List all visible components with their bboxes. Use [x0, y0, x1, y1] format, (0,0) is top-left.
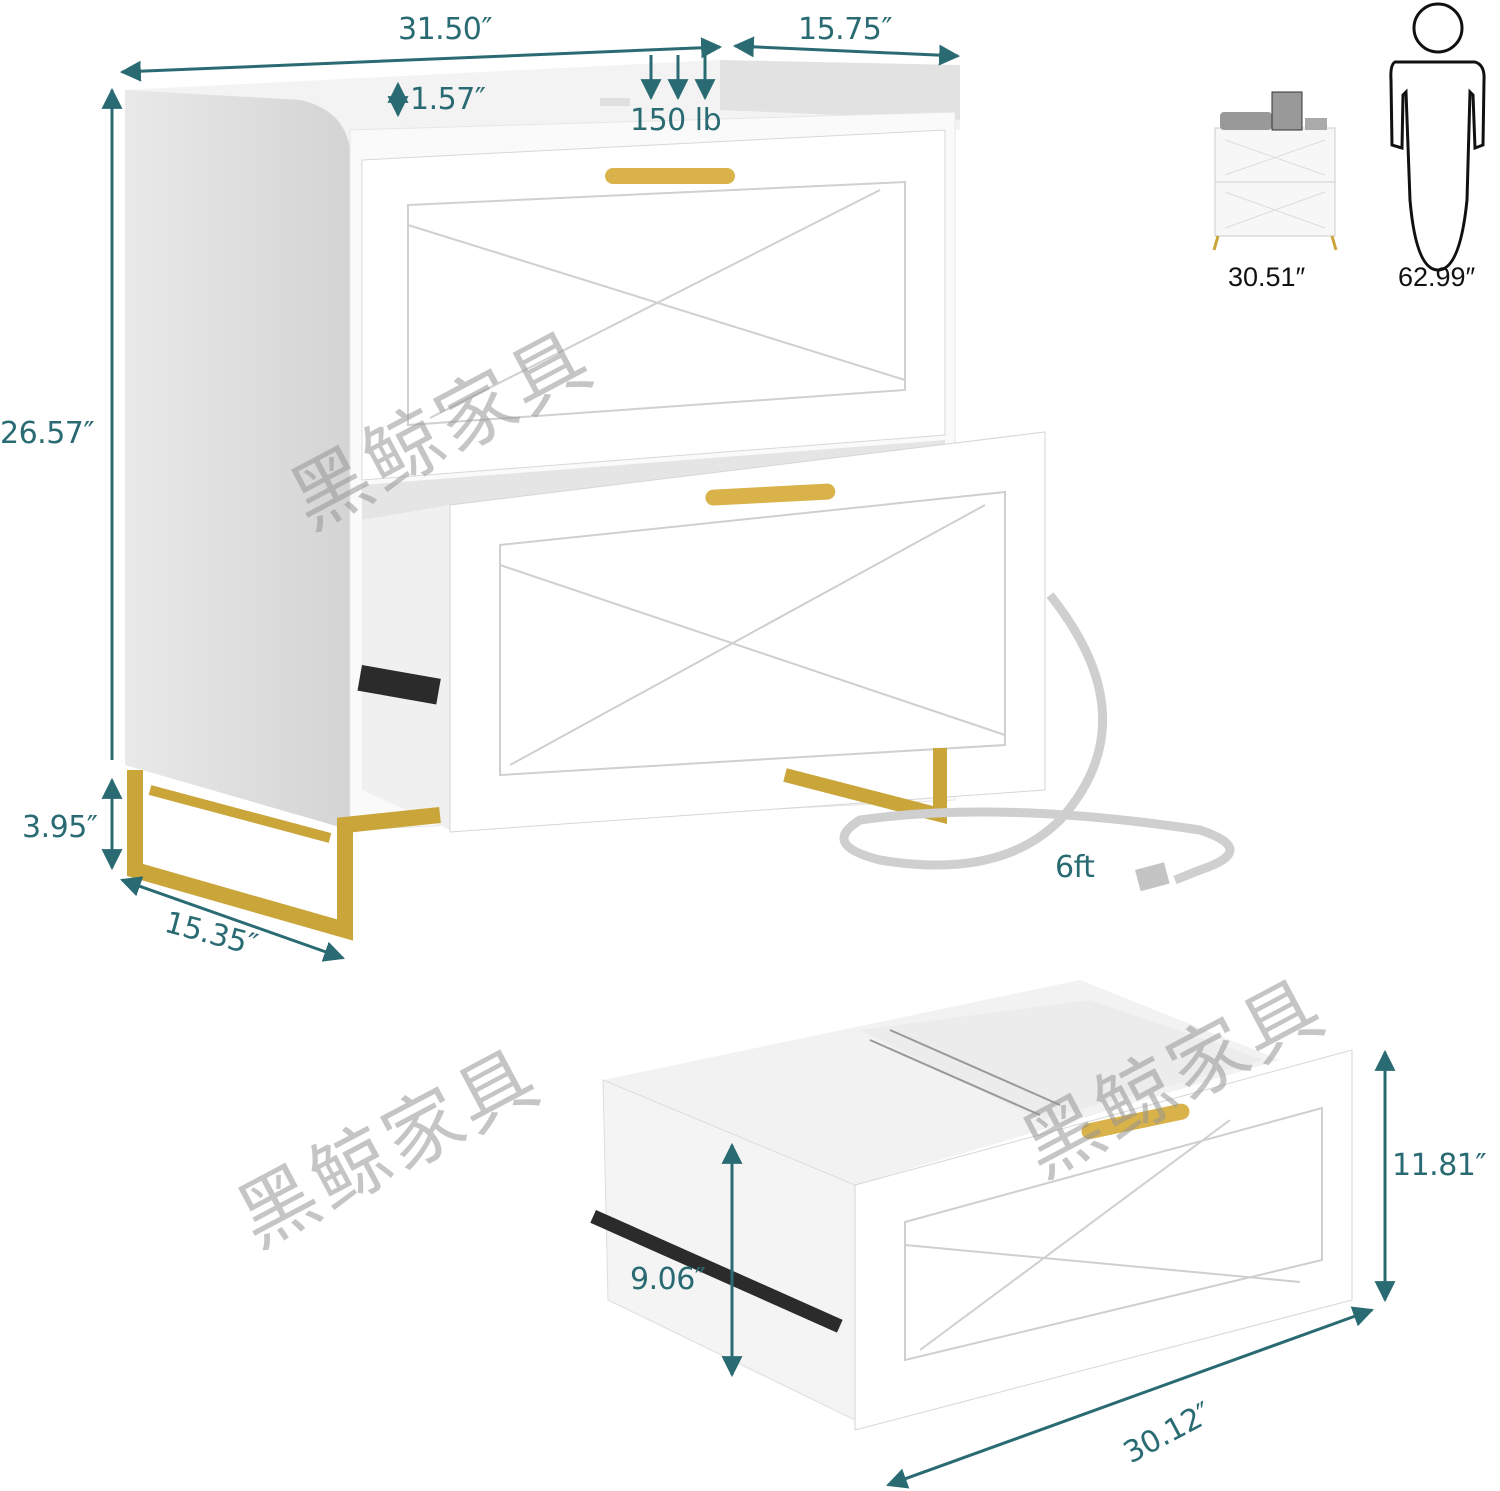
power-cord: [839, 592, 1235, 885]
cabinet-height-reference-label: 30.51″: [1228, 262, 1306, 292]
mini-cabinet-icon: [1212, 91, 1338, 251]
drawer-height-label: 11.81″: [1392, 1148, 1487, 1183]
plug-icon: [1134, 862, 1170, 892]
drawer-slide-rail-detail: [590, 1209, 843, 1333]
detail-drawer-handle: [1081, 1103, 1190, 1140]
cord-length-label: 6ft: [1055, 850, 1095, 885]
leg-height-label: 3.95″: [22, 810, 98, 845]
width-label: 31.50″: [398, 12, 493, 47]
rail-height-label: 1.57″: [410, 82, 486, 117]
dimension-lines-drawer: [721, 1049, 1396, 1489]
depth-top-label: 15.75″: [798, 12, 893, 47]
body-height-label: 26.57″: [0, 416, 95, 451]
bottom-drawer-handle: [705, 483, 836, 506]
person-silhouette-icon: [1389, 2, 1486, 272]
drawer-inner-height-label: 9.06″: [630, 1262, 706, 1297]
person-height-reference-label: 62.99″: [1398, 262, 1476, 292]
top-drawer-handle: [605, 168, 735, 184]
dimension-lines-main: [101, 36, 961, 962]
drawer-slide-rail: [357, 665, 441, 705]
size-reference: [1212, 2, 1486, 272]
main-cabinet: [125, 60, 1235, 941]
load-capacity-label: 150 lb: [630, 103, 722, 138]
